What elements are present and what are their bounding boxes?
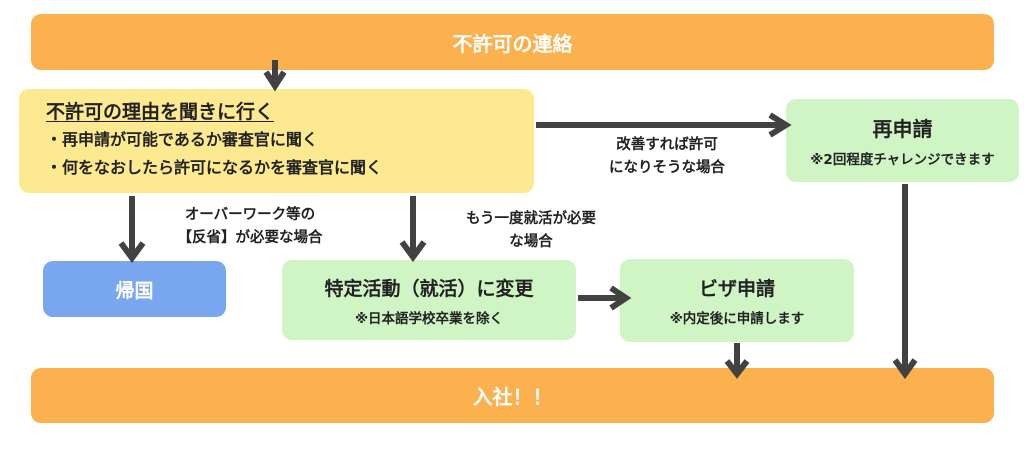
box-reapply-note: ※2回程度チャレンジできます bbox=[810, 152, 995, 168]
box-ask-reason-item-2: ・何をなおしたら許可になるかを審査官に聞く bbox=[46, 158, 383, 177]
box-job-hunt-status-title: 特定活動（就活）に変更 bbox=[324, 277, 534, 300]
box-reapply: 再申請 ※2回程度チャレンジできます bbox=[786, 99, 1019, 182]
arrow-reason-to-return-home bbox=[118, 196, 146, 264]
arrow-job-hunt-to-visa bbox=[578, 285, 632, 311]
arrow-reason-to-reapply bbox=[536, 112, 792, 138]
label-if-job-hunt-needed-line-2: な場合 bbox=[509, 234, 553, 250]
banner-notice-of-denial: 不許可の連絡 bbox=[31, 14, 994, 70]
box-visa-application-note: ※内定後に申請します bbox=[669, 311, 805, 327]
banner-join-company: 入社！！ bbox=[31, 368, 994, 423]
label-if-improvable-line-2: になりそうな場合 bbox=[609, 160, 725, 176]
label-if-job-hunt-needed-line-1: もう一度就活が必要 bbox=[465, 211, 597, 227]
box-job-hunt-status: 特定活動（就活）に変更 ※日本語学校卒業を除く bbox=[282, 260, 576, 340]
banner-notice-of-denial-text: 不許可の連絡 bbox=[452, 31, 573, 56]
box-ask-reason-item-1: ・再申請が可能であるか審査官に聞く bbox=[46, 130, 318, 149]
label-if-reflection-needed: オーバーワーク等の 【反省】が必要な場合 bbox=[150, 204, 350, 250]
box-return-home-title: 帰国 bbox=[115, 279, 154, 302]
label-if-reflection-needed-line-1: オーバーワーク等の bbox=[184, 207, 316, 223]
label-if-improvable-line-1: 改善すれば許可 bbox=[616, 137, 718, 153]
arrow-visa-to-join bbox=[724, 343, 750, 379]
box-visa-application-title: ビザ申請 bbox=[698, 278, 775, 300]
box-reapply-title: 再申請 bbox=[872, 117, 933, 141]
box-return-home: 帰国 bbox=[43, 261, 226, 317]
box-ask-reason: 不許可の理由を聞きに行く ・再申請が可能であるか審査官に聞く ・何をなおしたら許… bbox=[19, 89, 534, 193]
arrow-reapply-to-join bbox=[892, 184, 918, 380]
label-if-reflection-needed-line-2: 【反省】が必要な場合 bbox=[177, 230, 323, 246]
arrow-notice-to-reason bbox=[263, 60, 287, 92]
box-job-hunt-status-note: ※日本語学校卒業を除く bbox=[354, 310, 504, 327]
label-if-improvable: 改善すれば許可 になりそうな場合 bbox=[554, 134, 780, 180]
label-if-job-hunt-needed: もう一度就活が必要 な場合 bbox=[433, 208, 629, 254]
arrow-reason-to-job-hunt bbox=[399, 196, 427, 263]
banner-join-company-text: 入社！！ bbox=[472, 385, 553, 409]
box-ask-reason-title: 不許可の理由を聞きに行く bbox=[46, 101, 275, 123]
box-visa-application: ビザ申請 ※内定後に申請します bbox=[620, 259, 854, 342]
